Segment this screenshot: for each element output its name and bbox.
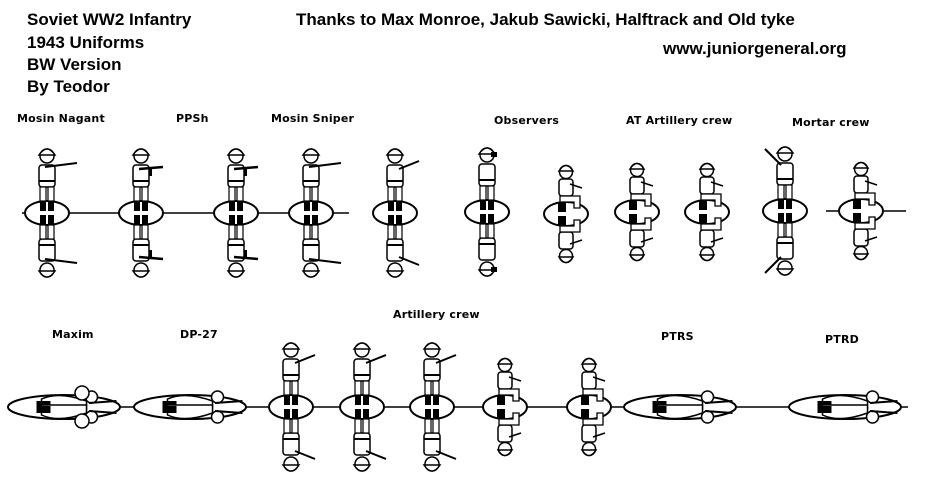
figure-graphic <box>288 148 342 278</box>
label-observers: Observers <box>494 114 560 127</box>
figure-graphic <box>614 162 660 262</box>
label-mosin-sniper: Mosin Sniper <box>271 112 355 125</box>
title-line-2: 1943 Uniforms <box>27 33 145 52</box>
website-link[interactable]: www.juniorgeneral.org <box>663 39 847 58</box>
label-at-artillery-crew: AT Artillery crew <box>626 114 733 127</box>
label-ptrs: PTRS <box>661 330 694 343</box>
figure-graphic <box>762 146 808 276</box>
figure-graphic <box>409 342 457 472</box>
figure-graphic <box>133 390 247 424</box>
figure-graphic <box>543 164 589 264</box>
title-line-3: BW Version <box>27 55 122 74</box>
label-mosin-nagant: Mosin Nagant <box>17 112 105 125</box>
title-line-4: By Teodor <box>27 77 110 96</box>
label-maxim: Maxim <box>52 328 94 341</box>
label-dp27: DP-27 <box>180 328 218 341</box>
figure-graphic <box>372 148 420 278</box>
figure-graphic <box>7 390 121 424</box>
label-ppsh: PPSh <box>176 112 209 125</box>
figure-graphic <box>464 147 510 277</box>
figure-graphic <box>838 161 884 261</box>
figure-graphic <box>482 357 528 457</box>
maxim-wheel <box>74 413 90 429</box>
label-ptrd: PTRD <box>825 333 859 346</box>
figure-graphic <box>24 148 78 278</box>
figure-graphic <box>213 148 259 278</box>
figure-graphic <box>118 148 164 278</box>
figure-graphic <box>623 390 737 424</box>
figure-graphic <box>788 390 902 424</box>
title-line-1: Soviet WW2 Infantry <box>27 10 192 29</box>
label-mortar-crew: Mortar crew <box>792 116 870 129</box>
label-artillery-crew: Artillery crew <box>393 308 480 321</box>
maxim-wheel <box>74 385 90 401</box>
figure-graphic <box>566 357 612 457</box>
figure-graphic <box>684 162 730 262</box>
figure-graphic <box>268 342 316 472</box>
figure-graphic <box>339 342 387 472</box>
credits-text: Thanks to Max Monroe, Jakub Sawicki, Hal… <box>296 10 795 29</box>
